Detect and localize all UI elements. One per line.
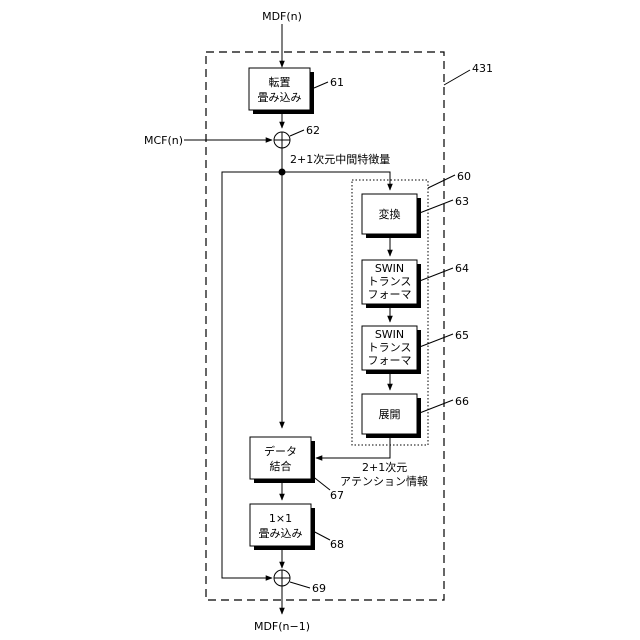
ref-65: 65 <box>455 329 469 342</box>
mcf-label: MCF(n) <box>144 134 183 147</box>
group-60-ref: 60 <box>457 170 471 183</box>
ref-61-leader <box>314 82 328 88</box>
ref-64: 64 <box>455 262 469 275</box>
adder-top <box>274 132 290 148</box>
concat-line1: データ <box>264 444 297 458</box>
conv-transpose-line1: 転置 <box>269 76 291 89</box>
swin2-line3: フォーマ <box>368 354 412 367</box>
attention-label-line2: アテンション情報 <box>340 475 428 488</box>
ref-69: 69 <box>312 582 326 595</box>
ref-68: 68 <box>330 538 344 551</box>
swin1-line3: フォーマ <box>368 288 412 301</box>
adder-bottom <box>274 570 290 586</box>
group-60-leader <box>428 175 455 188</box>
ref-66-leader <box>417 400 453 414</box>
attention-label-line1: 2+1次元 <box>362 460 407 474</box>
expand-line1: 展開 <box>379 408 401 421</box>
ref-66: 66 <box>455 395 469 408</box>
swin2-line2: トランス <box>368 341 412 354</box>
ref-61: 61 <box>330 76 344 89</box>
intermediate-feature-label: 2+1次元中間特徴量 <box>290 152 390 166</box>
conv1x1-line2: 畳み込み <box>259 527 303 540</box>
branch-to-transform <box>282 172 390 190</box>
concat-line2: 結合 <box>270 459 292 473</box>
conv-1x1-block: 1×1 畳み込み <box>250 504 315 550</box>
data-concat-block: データ 結合 <box>250 437 315 483</box>
ref-65-leader <box>417 334 453 348</box>
conv-transpose-block: 転置 畳み込み <box>249 68 314 114</box>
transform-block: 変換 <box>362 194 421 238</box>
swin2-line1: SWIN <box>375 328 404 341</box>
ref-63: 63 <box>455 195 469 208</box>
swin-transformer-block-2: SWIN トランス フォーマ <box>362 326 421 374</box>
transform-line1: 変換 <box>379 207 401 221</box>
ref-62-leader <box>290 130 304 136</box>
swin-transformer-block-1: SWIN トランス フォーマ <box>362 260 421 308</box>
conv1x1-line1: 1×1 <box>269 512 292 525</box>
conv-transpose-line2: 畳み込み <box>258 91 302 104</box>
ref-62: 62 <box>306 124 320 137</box>
output-label: MDF(n−1) <box>254 620 310 633</box>
block-431-leader <box>444 70 470 85</box>
ref-64-leader <box>417 268 453 282</box>
ref-69-leader <box>290 582 310 588</box>
swin1-line1: SWIN <box>375 262 404 275</box>
block-431-ref: 431 <box>472 62 493 75</box>
swin1-line2: トランス <box>368 275 412 288</box>
input-label: MDF(n) <box>262 10 302 23</box>
expand-block: 展開 <box>362 394 421 438</box>
ref-63-leader <box>417 200 453 214</box>
ref-67: 67 <box>330 489 344 502</box>
